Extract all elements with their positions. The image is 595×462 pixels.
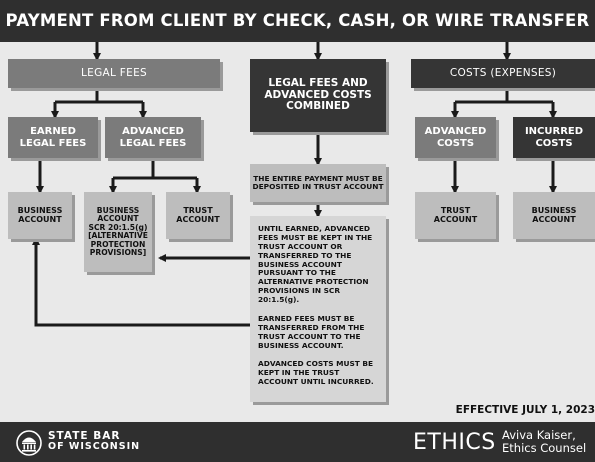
logo-text: STATE BAR OF WISCONSIN [48, 430, 168, 453]
counsel-name: Aviva Kaiser, [502, 428, 576, 442]
advanced-legal-fees-box: ADVANCED LEGAL FEES [105, 117, 201, 158]
legal-fees-box: LEGAL FEES [8, 59, 220, 88]
trust-account-mid-box: TRUST ACCOUNT [166, 192, 230, 239]
effective-date: EFFECTIVE JULY 1, 2023 [455, 404, 595, 416]
trust-account-right-box: TRUST ACCOUNT [415, 192, 496, 239]
entire-payment-box: THE ENTIRE PAYMENT MUST BE DEPOSITED IN … [250, 164, 386, 202]
ethics-label: ETHICS [413, 430, 496, 455]
business-account-right-box: BUSINESS ACCOUNT [513, 192, 595, 239]
counsel-title: Ethics Counsel [502, 440, 587, 455]
incurred-costs-box: INCURRED COSTS [513, 117, 595, 158]
rule-advanced-fees: UNTIL EARNED, ADVANCED FEES MUST BE KEPT… [258, 224, 373, 304]
rules-box: UNTIL EARNED, ADVANCED FEES MUST BE KEPT… [250, 216, 386, 402]
advanced-costs-box: ADVANCED COSTS [415, 117, 496, 158]
combined-box: LEGAL FEES AND ADVANCED COSTS COMBINED [250, 59, 386, 132]
business-account-scr-box: BUSINESS ACCOUNT SCR 20:1.5(g) [ALTERNAT… [84, 192, 152, 272]
rule-earned-fees: EARNED FEES MUST BE TRANSFERRED FROM THE… [258, 313, 365, 350]
footer-bar: STATE BAR OF WISCONSIN ETHICS Aviva Kais… [0, 422, 595, 462]
logo-line-1: STATE BAR [48, 430, 121, 442]
logo-line-2: OF WISCONSIN [48, 441, 141, 453]
rule-advanced-costs: ADVANCED COSTS MUST BE KEPT IN THE TRUST… [258, 359, 374, 387]
page-title: PAYMENT FROM CLIENT BY CHECK, CASH, OR W… [0, 0, 595, 42]
state-bar-dome-icon [16, 430, 42, 456]
earned-legal-fees-box: EARNED LEGAL FEES [8, 117, 98, 158]
counsel-info: Aviva Kaiser, Ethics Counsel [502, 429, 594, 454]
costs-expenses-box: COSTS (EXPENSES) [411, 59, 595, 88]
business-account-left-box: BUSINESS ACCOUNT [8, 192, 72, 239]
